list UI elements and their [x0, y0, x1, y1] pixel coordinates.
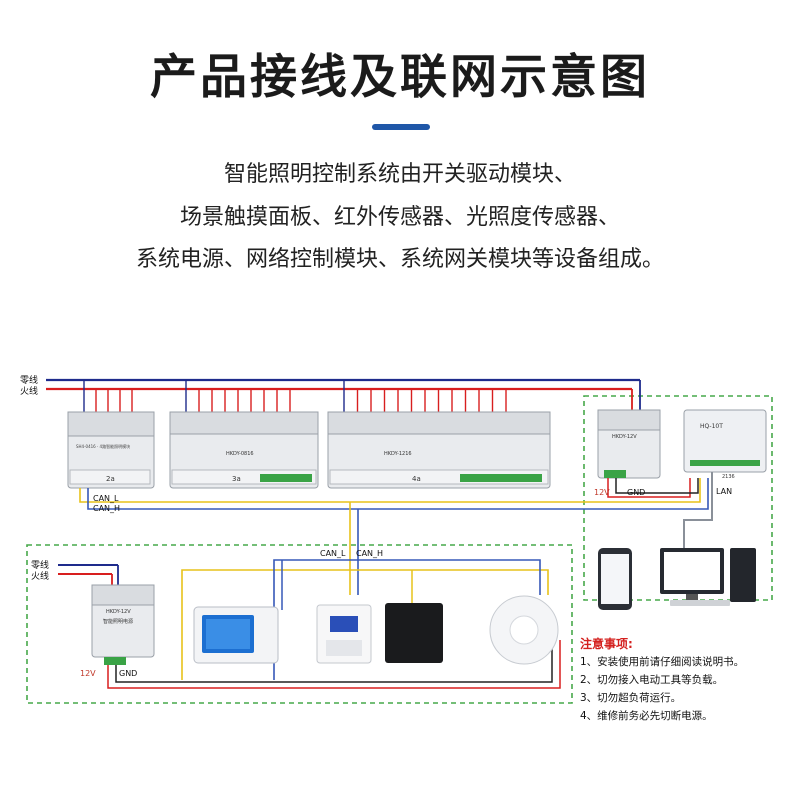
lan-label: LAN — [716, 487, 733, 496]
power-supply-bottom — [91, 584, 155, 665]
gnd-label-bottom: GND — [119, 669, 138, 678]
gateway-number: 2136 — [722, 474, 735, 480]
switch-module-a: SH4-0416 · 4路智能照明模块 — [67, 411, 155, 489]
gnd-wire-bottom — [115, 640, 553, 683]
can-l-label: CAN_L — [93, 494, 119, 503]
v12-label-top: 12V — [594, 488, 610, 497]
can-l-label-2: CAN_L — [320, 549, 346, 558]
can-h-bus-top — [87, 478, 709, 510]
module-a-id: 2a — [106, 475, 115, 483]
gateway-model: HQ-10T — [700, 423, 723, 430]
title-underline — [372, 124, 430, 130]
description-line-2: 场景触摸面板、红外传感器、光照度传感器、 — [179, 205, 620, 230]
v12-wire-top — [607, 478, 691, 498]
module-feed-drops — [83, 380, 507, 414]
scene-touch-panel — [193, 606, 279, 664]
neutral-label-top: 零线 — [20, 376, 39, 386]
switch-module-b — [169, 411, 319, 489]
power-supply-top — [597, 409, 661, 479]
svg-text:SH4-0416 · 4路智能照明模块: SH4-0416 · 4路智能照明模块 — [76, 443, 130, 449]
infrared-sensor — [489, 595, 559, 665]
can-h-label: CAN_H — [93, 504, 121, 513]
v12-wire-bottom — [107, 640, 561, 689]
can-l-bus-bottom — [181, 569, 549, 680]
v12-label-bottom: 12V — [80, 669, 96, 678]
switch-module-c — [327, 411, 551, 489]
page-title: 产品接线及联网示意图 — [150, 50, 650, 105]
notice-item-1: 1、安装使用前请仔细阅读说明书。 — [580, 656, 745, 668]
desktop-computer — [660, 548, 756, 606]
white-scene-panel — [316, 604, 372, 664]
notice-item-3: 3、切勿超负荷运行。 — [580, 692, 682, 704]
smartphone — [598, 548, 632, 610]
description-line-3: 系统电源、网络控制模块、系统网关模块等设备组成。 — [135, 247, 664, 272]
panel-sensor-group — [26, 544, 573, 704]
live-label-top: 火线 — [20, 387, 39, 397]
module-c-id: 4a — [412, 475, 421, 483]
power-top-model: HKDY-12V — [612, 434, 637, 440]
live-label-bottom: 火线 — [31, 572, 50, 582]
can-h-label-2: CAN_H — [356, 549, 384, 558]
gnd-wire-top — [615, 478, 699, 494]
neutral-label-bottom: 零线 — [31, 561, 50, 571]
notice-item-4: 4、维修前务必先切断电源。 — [580, 710, 713, 722]
lan-cable — [683, 472, 713, 548]
gnd-label-top: GND — [627, 488, 646, 497]
module-b-model: HKDY-0816 — [226, 451, 254, 457]
power-bottom-name: 智能照明电源 — [103, 618, 133, 625]
module-c-model: HKDY-1216 — [384, 451, 412, 457]
description-line-1: 智能照明控制系统由开关驱动模块、 — [223, 162, 576, 187]
black-keypad-panel — [385, 603, 443, 663]
can-l-bus-top — [79, 478, 701, 503]
notice-item-2: 2、切勿接入电动工具等负载。 — [580, 674, 724, 686]
module-b-id: 3a — [232, 475, 241, 483]
power-bottom-model: HKDY-12V — [106, 609, 131, 615]
notice-title: 注意事项: — [580, 637, 633, 651]
gateway-module — [683, 409, 767, 473]
